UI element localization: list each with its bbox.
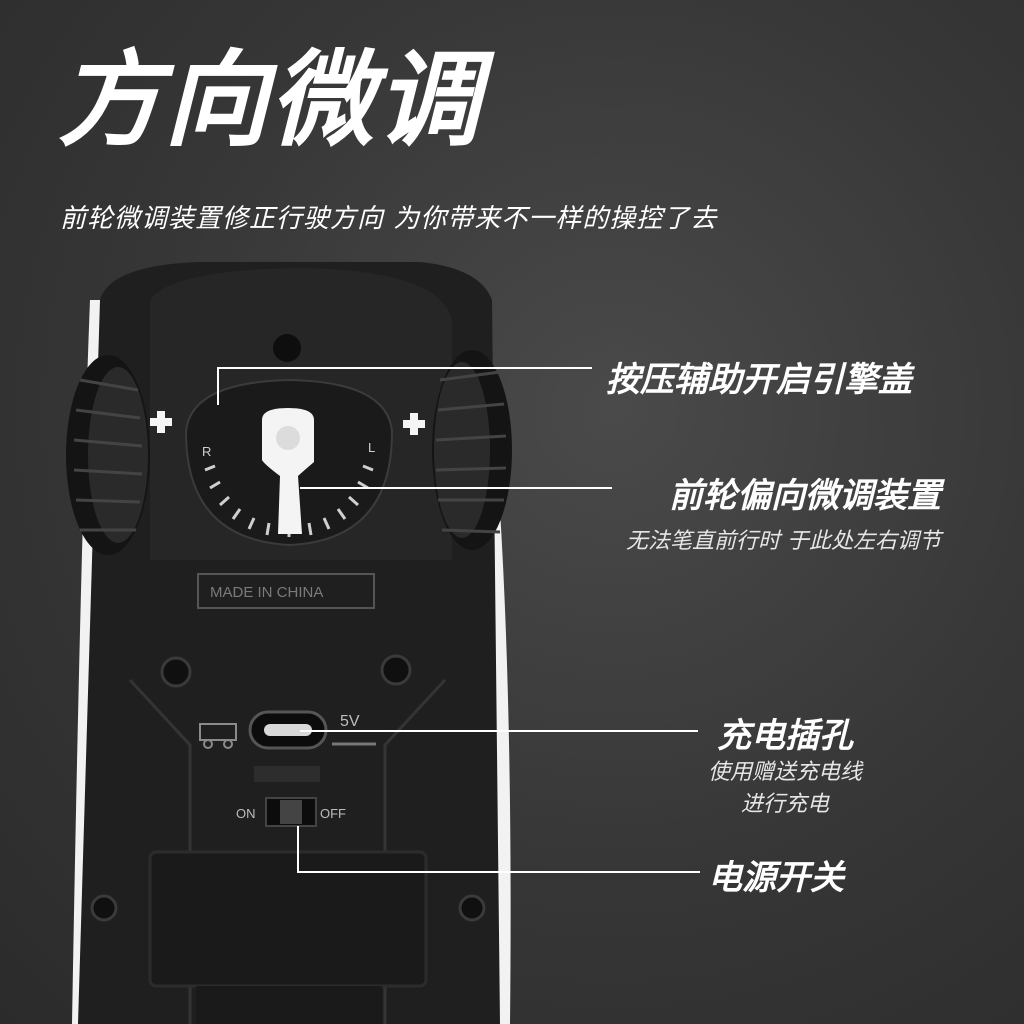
leader-power — [297, 826, 700, 873]
made-in-plate — [197, 573, 375, 609]
leader-hood — [217, 367, 592, 405]
subline: 前轮微调装置修正行驶方向 为你带来不一样的操控了去 — [60, 204, 718, 234]
axle-mount-left — [150, 411, 172, 433]
headline: 方向微调 — [58, 39, 483, 161]
dial-label-right: R — [202, 444, 211, 459]
axle-mount-right — [403, 413, 425, 435]
voltage-label: 5V — [340, 713, 360, 730]
callout-charging-line2: 进行充电 — [741, 792, 830, 817]
trim-dial-ticks — [204, 464, 374, 537]
switch-label-on: ON — [236, 806, 256, 821]
callout-power-title: 电源开关 — [708, 858, 844, 898]
callout-power: 电源开关 — [708, 850, 844, 899]
power-switch-slider — [280, 800, 302, 824]
callout-steering: 前轮偏向微调装置 无法笔直前行时 于此处左右调节 — [626, 468, 941, 555]
wheel-right — [432, 350, 512, 550]
callout-hood-title: 按压辅助开启引擎盖 — [606, 360, 912, 400]
trim-knob — [262, 408, 314, 534]
callout-charging-title: 充电插孔 — [717, 716, 853, 756]
charge-icon — [199, 723, 237, 749]
wheel-left — [66, 355, 150, 555]
made-in-text: MADE IN CHINA — [210, 584, 323, 601]
callout-charging-line1: 使用赠送充电线 — [708, 760, 863, 785]
callout-steering-subtitle: 无法笔直前行时 于此处左右调节 — [626, 529, 941, 554]
callout-steering-title: 前轮偏向微调装置 — [669, 476, 941, 516]
dial-label-left: L — [368, 440, 375, 455]
callout-hood: 按压辅助开启引擎盖 — [606, 352, 912, 401]
callout-lines — [217, 367, 700, 873]
callout-charging: 充电插孔 使用赠送充电线 进行充电 — [708, 708, 862, 821]
switch-label-off: OFF — [320, 806, 346, 821]
